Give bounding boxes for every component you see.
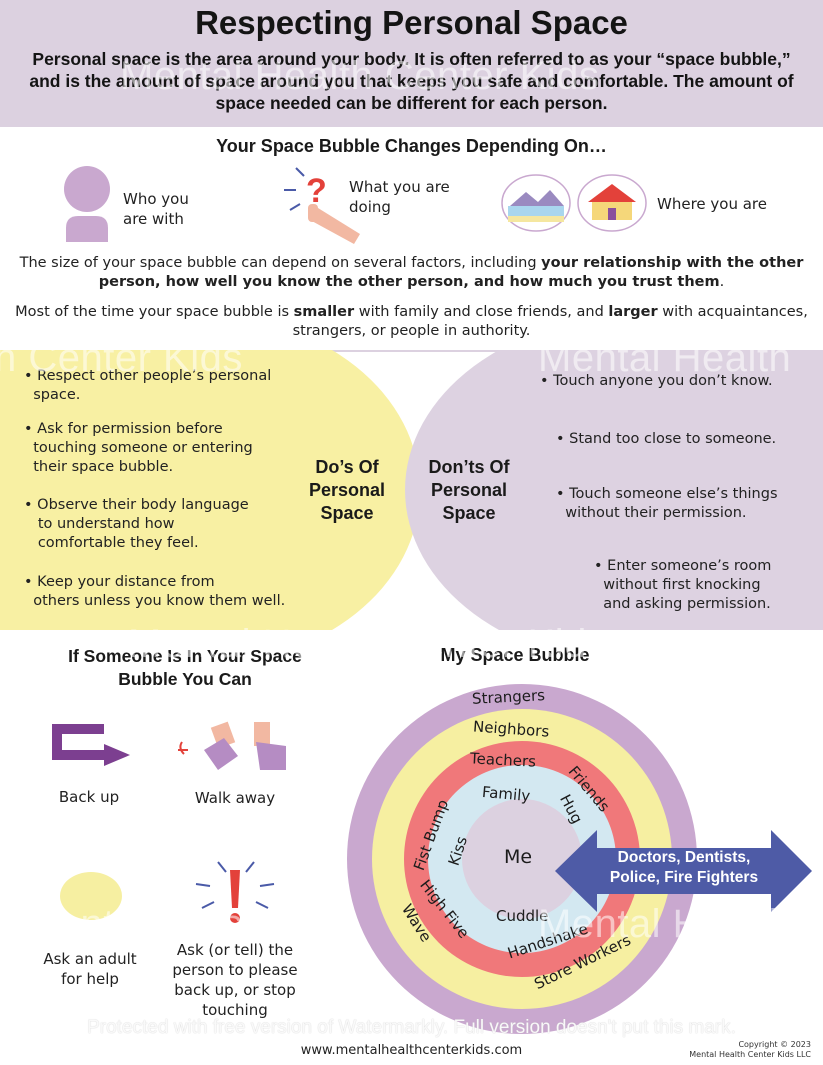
speech-blob-icon — [60, 872, 122, 920]
label-teachers: Teachers — [469, 749, 537, 771]
dos-donts-background — [0, 350, 823, 630]
watermark-notice: Protected with free version of Watermark… — [87, 1017, 736, 1038]
intro-paragraph: Personal space is the area around your b… — [29, 49, 794, 113]
watermark-text: Mental Health Center Kids — [120, 54, 600, 98]
relationship-paragraph: The size of your space bubble can depend… — [19, 255, 804, 290]
factors-heading: Your Space Bubble Changes Depending On… — [216, 136, 607, 156]
walking-feet-icon — [178, 721, 286, 770]
dos-and-donts-section — [0, 350, 823, 630]
watermark-text: Mental Health Center Kids — [128, 622, 608, 666]
exclamation-icon — [195, 861, 275, 923]
double-arrow-icon — [555, 830, 812, 912]
authority-arrow-label: Doctors, Dentists,Police, Fire Fighters — [609, 849, 759, 886]
dos-list: • Respect other people’s personal space.… — [24, 367, 324, 627]
factor-where-label: Where you are — [657, 195, 767, 213]
donts-item: • Enter someone’s room without first kno… — [594, 558, 772, 612]
footer-url[interactable]: www.mentalhealthcenterkids.com — [300, 1043, 523, 1058]
header-banner — [0, 0, 823, 127]
dos-item: • Ask for permission before touching som… — [24, 421, 253, 475]
donts-item: • Touch someone else’s things without th… — [556, 486, 778, 521]
back-up-arrow-icon — [52, 724, 130, 766]
donts-item: • Touch anyone you don’t know. — [540, 373, 773, 389]
page-title: Respecting Personal Space — [195, 4, 628, 41]
watermark-text: h Center Kids — [0, 902, 243, 946]
back-up-label: Back up — [58, 788, 120, 806]
me-center — [462, 799, 582, 919]
space-bubble-diagram — [347, 684, 697, 1034]
dos-item: • Observe their body language to underst… — [24, 497, 249, 551]
bubble-heading: My Space Bubble — [440, 645, 590, 665]
donts-item: • Stand too close to someone. — [556, 431, 777, 447]
watermark-text: Mental Health — [538, 336, 792, 380]
label-cuddle: Cuddle — [496, 907, 549, 925]
watermark-text: h Center Kids — [0, 336, 243, 380]
watermark-text: Mental Health — [538, 902, 792, 946]
question-hand-icon: ? — [284, 167, 360, 244]
svg-text:?: ? — [306, 172, 327, 210]
person-icon — [64, 166, 110, 242]
label-strangers: Strangers — [471, 686, 546, 708]
dos-item: • Respect other people’s personal space. — [24, 368, 272, 403]
places-icon — [501, 174, 647, 232]
walk-away-label: Walk away — [194, 789, 276, 807]
donts-list: • Touch anyone you don’t know. • Stand t… — [540, 372, 820, 622]
dos-item: • Keep your distance from others unless … — [24, 574, 286, 609]
label-me: Me — [504, 846, 533, 868]
bubble-size-paragraph: Most of the time your space bubble is sm… — [15, 304, 808, 339]
